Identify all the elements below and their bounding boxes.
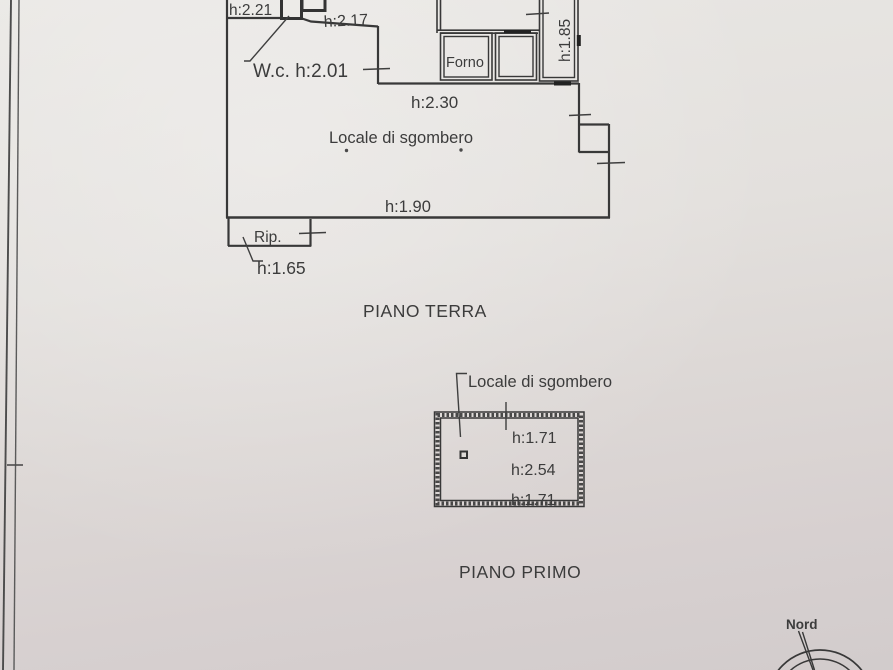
dim-h185-label: h:1.85	[557, 19, 574, 62]
first-floor-wall-hatch	[435, 413, 583, 506]
rip-room	[227, 218, 312, 247]
wc-closet-walls	[300, 0, 327, 12]
wc-room	[280, 0, 327, 20]
first-floor-room-label: Locale di sgombero	[468, 373, 612, 391]
tick-right-upper	[568, 113, 592, 117]
first-floor-wall-inner	[439, 417, 579, 502]
tick-right-lower	[596, 161, 626, 165]
compass-north-label: Nord	[786, 617, 818, 632]
ground-floor-plan: h:2.21 h:2.17 W.c. h:2.01 Forno h:1.85 h…	[225, 0, 626, 321]
room-point-marker	[459, 450, 468, 459]
leader-first-floor-label	[455, 372, 467, 438]
leader-h165	[242, 236, 263, 262]
oven-label: Forno	[446, 55, 484, 71]
ground-room-label: Locale di sgombero	[329, 129, 473, 147]
dim-h171-bottom-label: h:1.71	[511, 492, 556, 509]
dim-h221-label: h:2.21	[229, 2, 272, 19]
room-dot-left	[344, 148, 349, 153]
dim-h254-label: h:2.54	[511, 462, 556, 479]
dim-h230-label: h:2.30	[411, 93, 458, 112]
tick-left-wall	[362, 67, 391, 71]
dim-h171-top-label: h:1.71	[512, 430, 557, 447]
compass-inner-circle	[789, 658, 851, 670]
ground-floor-title: PIANO TERRA	[363, 301, 487, 321]
first-floor-title: PIANO PRIMO	[459, 562, 581, 582]
sheet-edge-line-outer	[2, 0, 12, 670]
first-floor-wall-outer	[433, 411, 585, 508]
compass-outer-circle	[777, 649, 863, 670]
oven-room-inner	[443, 35, 490, 78]
compass: Nord	[777, 617, 863, 670]
sheet-edge	[2, 0, 23, 670]
dimension-ticks-ground	[298, 12, 626, 235]
dim-h217-label: h:2.17	[323, 12, 368, 31]
middle-room-inner	[498, 35, 534, 78]
wall-top-slope	[301, 17, 379, 28]
compass-needle	[797, 630, 816, 670]
dim-h190-label: h:1.90	[385, 198, 431, 216]
oven-room-outer	[439, 32, 493, 81]
first-floor-plan: Locale di sgombero h:1.71 h:2.54 h:1.71 …	[433, 372, 612, 582]
middle-room-outer	[494, 32, 538, 81]
ground-floor-outline	[225, 0, 611, 219]
tick-rip-wall	[298, 231, 327, 235]
right-room-inner	[542, 0, 576, 79]
dim-h165-label: h:1.65	[257, 258, 306, 278]
wc-room-walls	[280, 0, 303, 20]
wc-label: W.c. h:2.01	[253, 61, 348, 82]
tick-right-room	[525, 12, 550, 16]
leader-wc	[244, 15, 290, 62]
sheet-edge-line-inner	[13, 0, 20, 670]
door-marks	[504, 30, 581, 86]
room-dot-right	[459, 148, 463, 152]
rip-label: Rip.	[254, 229, 282, 246]
